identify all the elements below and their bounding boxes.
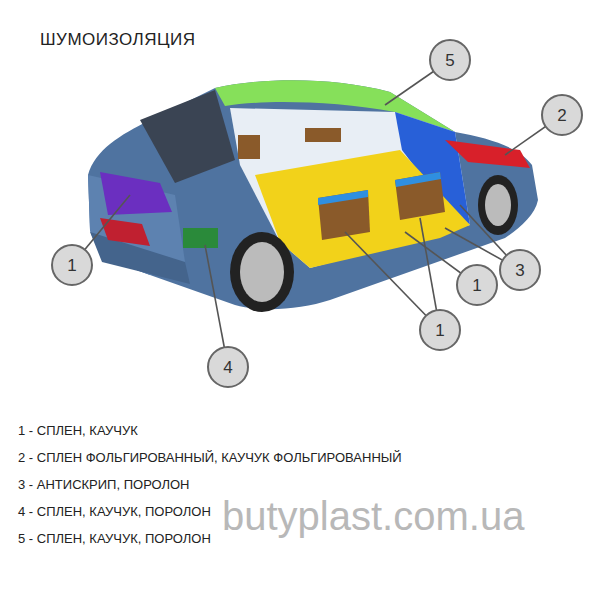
key-line: 4 - СПЛЕН, КАУЧУК, ПОРОЛОН xyxy=(18,504,211,519)
hood-region xyxy=(445,140,530,168)
callout-circle: 2 xyxy=(541,94,583,136)
callout-number: 1 xyxy=(472,277,481,294)
key-line: 5 - СПЛЕН, КАУЧУК, ПОРОЛОН xyxy=(18,531,211,546)
roof-panel xyxy=(305,128,341,142)
front-seat-top xyxy=(395,172,441,187)
callout-circle: 4 xyxy=(207,346,249,388)
car-body xyxy=(88,80,538,309)
front-rim xyxy=(485,184,511,226)
key-line: 3 - АНТИСКРИП, ПОРОЛОН xyxy=(18,477,190,492)
rear-seat xyxy=(318,190,370,240)
rear-seat-top xyxy=(318,190,368,205)
callout-number: 3 xyxy=(515,262,524,279)
pillar-panel xyxy=(238,135,260,159)
diagram-title: ШУМОИЗОЛЯЦИЯ xyxy=(40,30,196,50)
callout-circle: 1 xyxy=(456,264,498,306)
rear-wheel xyxy=(230,232,294,312)
leader-lines xyxy=(72,60,562,367)
key-line: 1 - СПЛЕН, КАУЧУК xyxy=(18,423,138,438)
key-line: 2 - СПЛЕН ФОЛЬГИРОВАННЫЙ, КАУЧУК ФОЛЬГИР… xyxy=(18,450,402,465)
callout-circle: 5 xyxy=(429,39,471,81)
trunk-region xyxy=(100,172,172,215)
callout-number: 5 xyxy=(445,52,454,69)
callout-circle: 1 xyxy=(51,244,93,286)
callout-circle: 3 xyxy=(499,249,541,291)
fender-region xyxy=(183,228,218,248)
callout-number: 4 xyxy=(223,359,232,376)
rear-rim xyxy=(240,242,284,302)
front-wheel xyxy=(478,175,518,235)
callout-number: 2 xyxy=(557,107,566,124)
watermark: butyplast.com.ua xyxy=(222,494,524,539)
front-seat xyxy=(395,172,445,220)
rear-window xyxy=(140,90,235,183)
callout-number: 1 xyxy=(435,322,444,339)
callout-circle: 1 xyxy=(419,309,461,351)
callout-number: 1 xyxy=(67,257,76,274)
